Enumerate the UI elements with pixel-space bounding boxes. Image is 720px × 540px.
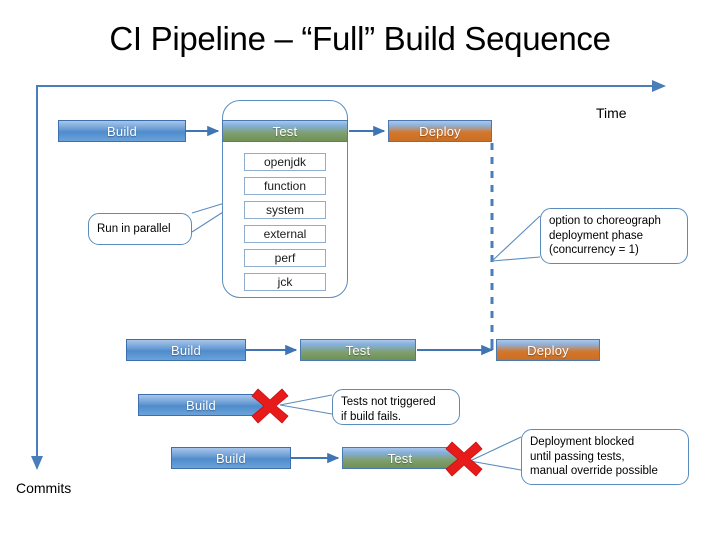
row1-test-stage[interactable]: Test [222,120,348,142]
callout-choreograph-line3: (concurrency = 1) [549,244,639,256]
leader-choreograph [491,215,541,262]
callout-run-in-parallel-text: Run in parallel [97,222,171,235]
callout-tests-not-triggered-line2: if build fails. [341,410,402,423]
callout-deployment-blocked-line1: Deployment blocked [530,436,635,448]
row1-build-stage[interactable]: Build [58,120,186,142]
commits-axis-label: Commits [16,480,72,496]
subtest-openjdk[interactable]: openjdk [244,153,326,171]
time-axis-label: Time [596,105,627,121]
row2-deploy-stage[interactable]: Deploy [496,339,600,361]
subtest-jck[interactable]: jck [244,273,326,291]
row2-build-stage[interactable]: Build [126,339,246,361]
callout-deployment-blocked-line2: until passing tests, [530,450,625,463]
page-title: CI Pipeline – “Full” Build Sequence [109,20,611,57]
callout-tests-not-triggered: Tests not triggered if build fails. [332,389,460,425]
subtest-perf[interactable]: perf [244,249,326,267]
callout-deployment-blocked-line3: manual override possible [530,465,658,477]
row1-deploy-stage[interactable]: Deploy [388,120,492,142]
callout-deployment-blocked: Deployment blocked until passing tests, … [521,429,689,485]
row2-test-stage[interactable]: Test [300,339,416,361]
x-mark-build-failed [251,388,289,424]
callout-choreograph: option to choreograph deployment phase (… [540,208,688,264]
callout-run-in-parallel: Run in parallel [88,213,192,245]
callout-choreograph-line1: option to choreograph [549,215,661,227]
row4-build-stage[interactable]: Build [171,447,291,469]
subtest-function[interactable]: function [244,177,326,195]
subtest-system[interactable]: system [244,201,326,219]
subtest-external[interactable]: external [244,225,326,243]
x-mark-deploy-blocked [445,441,483,477]
callout-tests-not-triggered-line1: Tests not triggered [341,396,436,408]
callout-choreograph-line2: deployment phase [549,229,643,242]
row4-test-stage[interactable]: Test [342,447,458,469]
row3-build-stage[interactable]: Build [138,394,264,416]
